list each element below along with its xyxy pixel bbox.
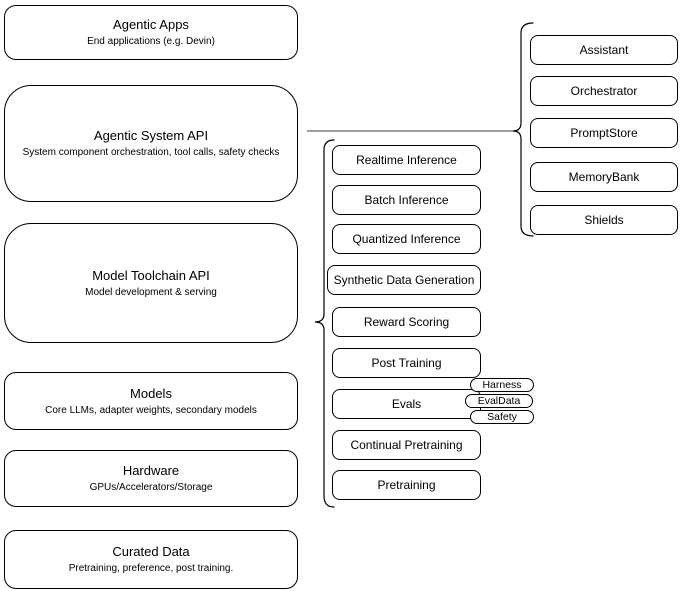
component-box-promptstore: PromptStore [530, 118, 678, 148]
box-title: Agentic System API [93, 128, 209, 143]
box-agentic-system-api: Agentic System API System component orch… [4, 85, 298, 202]
component-label: Orchestrator [570, 84, 638, 98]
service-label: Continual Pretraining [350, 438, 463, 452]
box-title: Hardware [122, 463, 180, 478]
box-subtitle: Model development & serving [85, 286, 217, 298]
component-box-shields: Shields [530, 205, 678, 235]
service-label: Batch Inference [364, 193, 449, 207]
service-label: Realtime Inference [356, 153, 457, 167]
service-box-reward-scoring: Reward Scoring [332, 307, 481, 337]
component-label: MemoryBank [568, 170, 640, 184]
box-title: Model Toolchain API [92, 267, 210, 283]
service-box-continual-pretraining: Continual Pretraining [332, 430, 481, 460]
box-hardware: Hardware GPUs/Accelerators/Storage [4, 450, 298, 507]
service-label: Evals [391, 397, 422, 411]
service-label: Synthetic Data Generation [333, 273, 475, 287]
service-label: Post Training [371, 356, 442, 370]
service-label: Quantized Inference [352, 232, 461, 246]
service-box-realtime-inference: Realtime Inference [332, 145, 481, 175]
component-label: Assistant [579, 43, 629, 57]
box-subtitle: Pretraining, preference, post training. [68, 563, 234, 574]
eval-tag-evaldata: EvalData [465, 394, 533, 408]
eval-tag-label: Harness [482, 379, 522, 391]
service-box-batch-inference: Batch Inference [332, 185, 481, 215]
service-box-synthetic-data-generation: Synthetic Data Generation [327, 265, 481, 295]
box-title: Curated Data [112, 544, 190, 559]
component-label: PromptStore [570, 126, 638, 140]
component-label: Shields [584, 213, 624, 227]
eval-tag-label: Safety [487, 411, 517, 423]
service-box-quantized-inference: Quantized Inference [332, 224, 481, 254]
service-label: Pretraining [377, 478, 436, 492]
box-agentic-apps: Agentic Apps End applications (e.g. Devi… [4, 5, 298, 60]
service-label: Reward Scoring [363, 315, 450, 329]
service-box-pretraining: Pretraining [332, 470, 481, 500]
component-box-orchestrator: Orchestrator [530, 76, 678, 106]
service-box-evals: Evals [332, 389, 481, 419]
box-title: Models [130, 385, 172, 401]
box-models: Models Core LLMs, adapter weights, secon… [4, 372, 298, 430]
component-box-memorybank: MemoryBank [530, 162, 678, 192]
eval-tag-label: EvalData [477, 395, 521, 407]
box-title: Agentic Apps [113, 17, 189, 32]
box-model-toolchain-api: Model Toolchain API Model development & … [4, 223, 298, 343]
box-subtitle: System component orchestration, tool cal… [22, 147, 280, 158]
box-curated-data: Curated Data Pretraining, preference, po… [4, 530, 298, 589]
eval-tag-harness: Harness [470, 378, 534, 392]
eval-tag-safety: Safety [470, 410, 534, 424]
box-subtitle: End applications (e.g. Devin) [87, 36, 215, 47]
box-subtitle: GPUs/Accelerators/Storage [89, 482, 213, 493]
box-subtitle: Core LLMs, adapter weights, secondary mo… [45, 404, 257, 416]
component-box-assistant: Assistant [530, 35, 678, 65]
service-box-post-training: Post Training [332, 348, 481, 378]
